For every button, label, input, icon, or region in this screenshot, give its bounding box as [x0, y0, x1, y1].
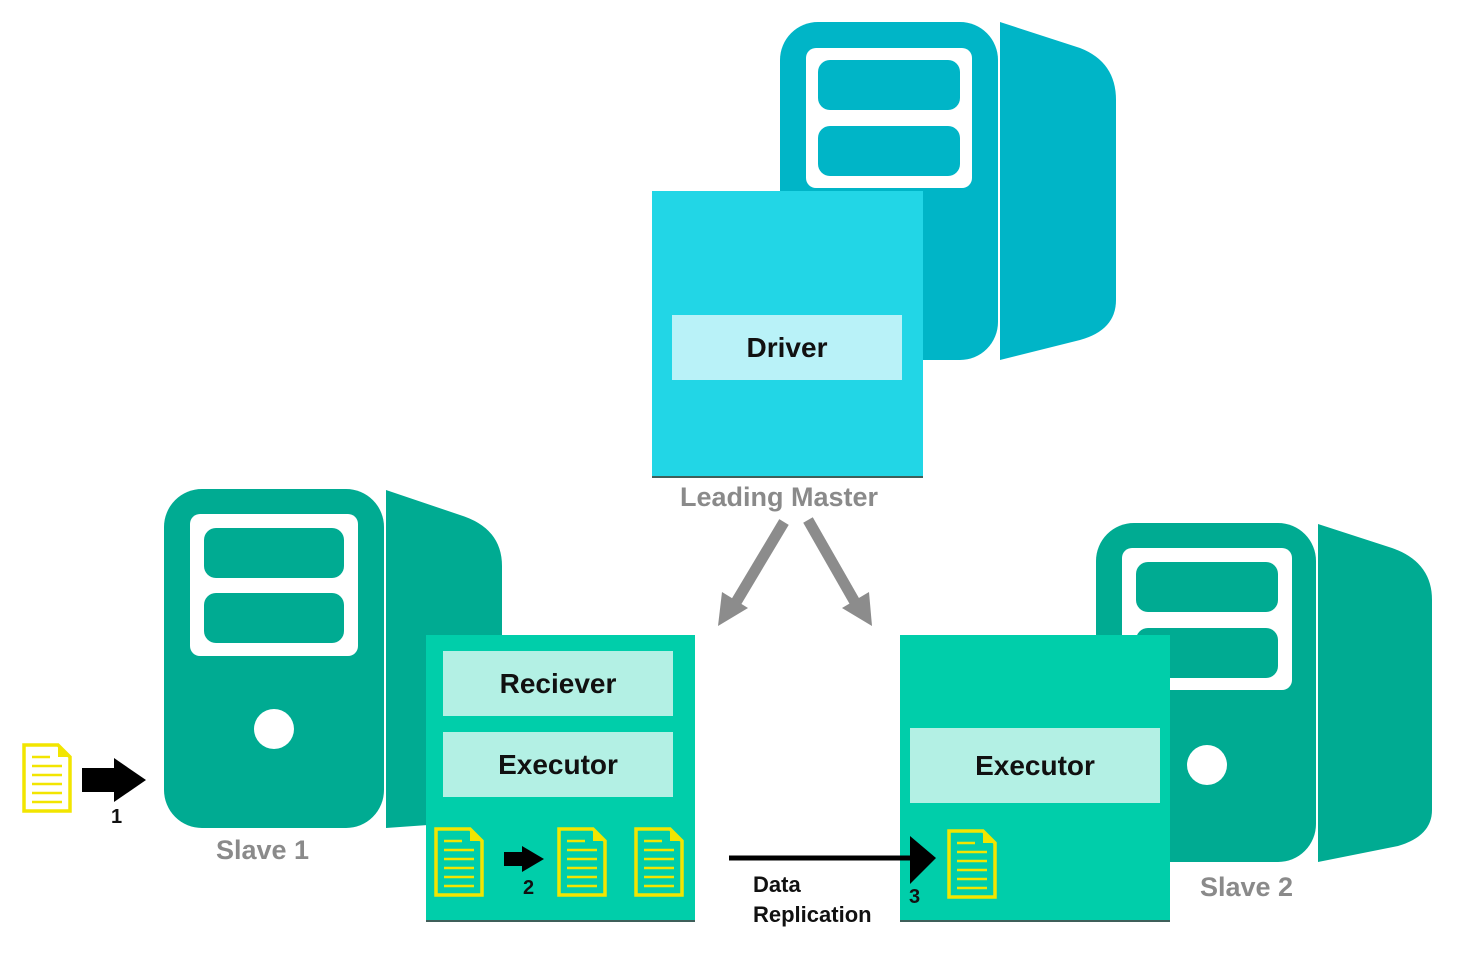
driver-box[interactable]: Driver [672, 315, 902, 380]
document-icon [434, 827, 484, 897]
slave1-panel: Reciever Executor 2 [426, 635, 695, 920]
slave1-power-button-icon [254, 709, 294, 749]
input-document-icon [22, 743, 72, 813]
data-replication-line2: Replication [753, 902, 872, 927]
slave1-caption: Slave 1 [216, 835, 310, 865]
step1-arrow-icon [82, 758, 146, 802]
master-to-slave1-arrow [718, 519, 789, 626]
step1-number: 1 [111, 806, 123, 828]
receiver-label: Reciever [499, 667, 617, 699]
master-panel: Driver [652, 191, 923, 476]
master-caption: Leading Master [680, 482, 879, 512]
document-icon [634, 827, 684, 897]
step2-arrow-icon [504, 846, 544, 872]
data-replication-line1: Data [753, 872, 801, 897]
data-replication-label: Data Replication [753, 870, 872, 930]
slave1-executor-label: Executor [498, 748, 618, 780]
slave2-documents [947, 829, 997, 899]
step2-number: 2 [523, 877, 535, 899]
step3-number: 3 [909, 886, 921, 908]
slave2-caption: Slave 2 [1200, 872, 1294, 902]
slave2-executor-box[interactable]: Executor [910, 728, 1160, 803]
replicated-document-icon [947, 829, 997, 899]
slave1-executor-box[interactable]: Executor [443, 732, 673, 797]
slave2-executor-label: Executor [975, 749, 1095, 781]
receiver-box[interactable]: Reciever [443, 651, 673, 716]
slave2-panel: Executor 3 [900, 635, 1170, 920]
driver-label: Driver [746, 331, 828, 363]
master-to-slave2-arrow [803, 517, 872, 626]
slave1-documents [434, 827, 684, 897]
slave2-power-button-icon [1187, 745, 1227, 785]
document-icon [557, 827, 607, 897]
